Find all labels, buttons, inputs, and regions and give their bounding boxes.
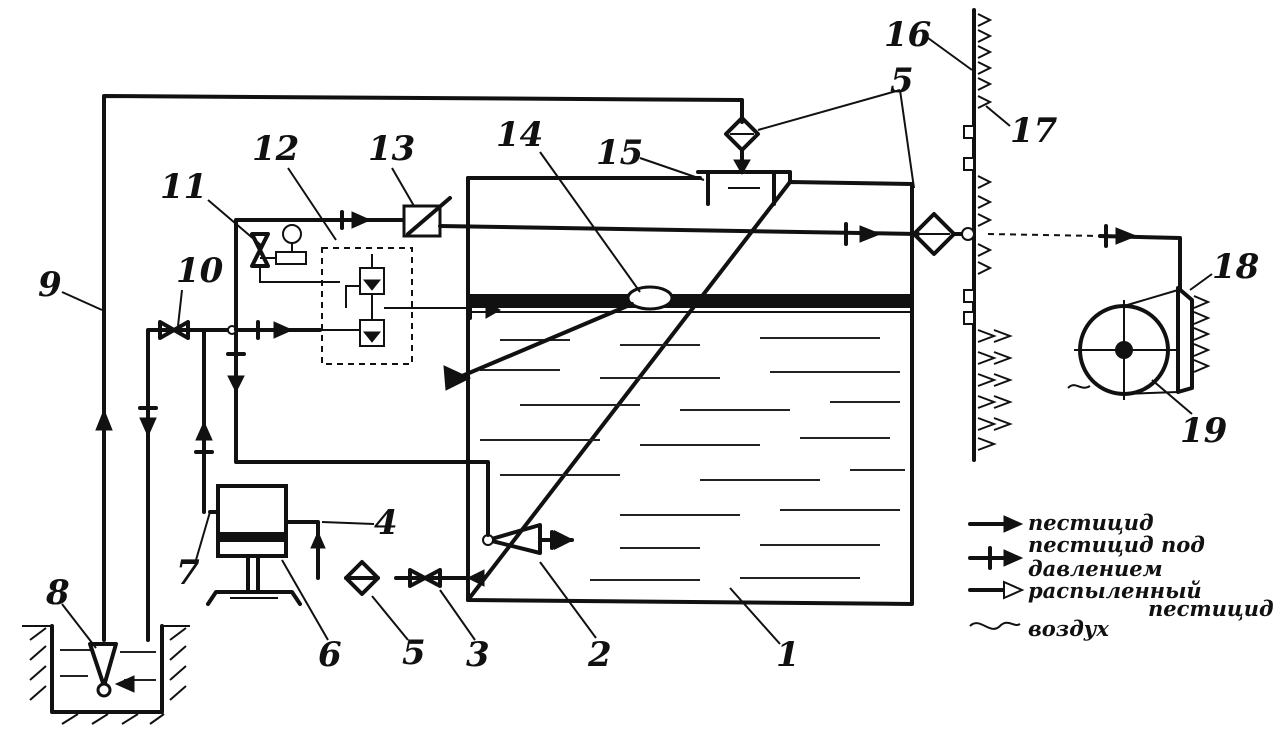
- label-5-top: 5: [890, 61, 914, 101]
- legend-pesticide-label: пестицид: [1028, 510, 1154, 535]
- label-6: 6: [318, 635, 342, 675]
- label-4: 4: [374, 503, 398, 543]
- label-19: 19: [1180, 411, 1227, 451]
- valve-11: [250, 224, 340, 283]
- tank-filler-lid: [696, 170, 792, 206]
- legend-pressurized-label-1: пестицид под: [1028, 532, 1205, 557]
- pipe-to-boom: [438, 224, 920, 236]
- pipe-fill-9: [102, 94, 744, 642]
- pressure-regulator-12: [320, 247, 470, 365]
- legend-pressurized-label-2: давлением: [1028, 556, 1163, 581]
- label-8: 8: [45, 573, 70, 613]
- legend-air-label: воздух: [1028, 616, 1109, 641]
- label-18: 18: [1212, 247, 1259, 287]
- legend-pressurized: пестицид под давлением: [968, 532, 1205, 581]
- valve-3: [408, 568, 442, 588]
- valve-10: [158, 320, 190, 340]
- fan-sprayer: [1067, 286, 1211, 400]
- main-tank: [466, 176, 914, 606]
- label-1: 1: [776, 635, 800, 675]
- label-16: 16: [884, 15, 931, 55]
- liquid-surface-lines: [480, 337, 905, 581]
- water-source: [22, 624, 190, 725]
- label-10: 10: [176, 251, 224, 291]
- return-to-tank: [468, 300, 502, 320]
- distributor-valve-13: [402, 196, 452, 238]
- pipe-discharge: [146, 328, 206, 642]
- legend-pesticide: пестицид: [968, 510, 1154, 535]
- label-3: 3: [466, 635, 490, 675]
- label-5-bottom: 5: [402, 633, 426, 673]
- piston-pump: [206, 484, 302, 606]
- legend-sprayed-label-2: пестицид: [1148, 596, 1274, 621]
- legend-sprayed-label-1: распыленный: [1028, 578, 1202, 603]
- float-level-gauge: [443, 285, 674, 391]
- label-11: 11: [160, 167, 207, 207]
- label-13: 13: [368, 129, 415, 169]
- leader-lines: [61, 37, 1213, 649]
- label-12: 12: [252, 129, 299, 169]
- hydraulic-mixer: [482, 523, 574, 555]
- legend: пестицид пестицид под давлением распылен…: [968, 510, 1274, 641]
- label-7: 7: [176, 553, 200, 593]
- label-17: 17: [1010, 111, 1058, 151]
- filter-5-top: [724, 116, 760, 176]
- label-14: 14: [496, 115, 543, 155]
- legend-sprayed: распыленный пестицид: [968, 578, 1274, 621]
- label-9: 9: [38, 265, 62, 305]
- filter-5-bottom: [344, 560, 380, 596]
- pipe-to-fan: [987, 233, 1101, 237]
- legend-air: воздух: [969, 616, 1109, 641]
- label-2: 2: [587, 635, 612, 675]
- filter-5-right: [912, 212, 966, 256]
- label-15: 15: [596, 133, 643, 173]
- spray-boom: [961, 8, 1013, 462]
